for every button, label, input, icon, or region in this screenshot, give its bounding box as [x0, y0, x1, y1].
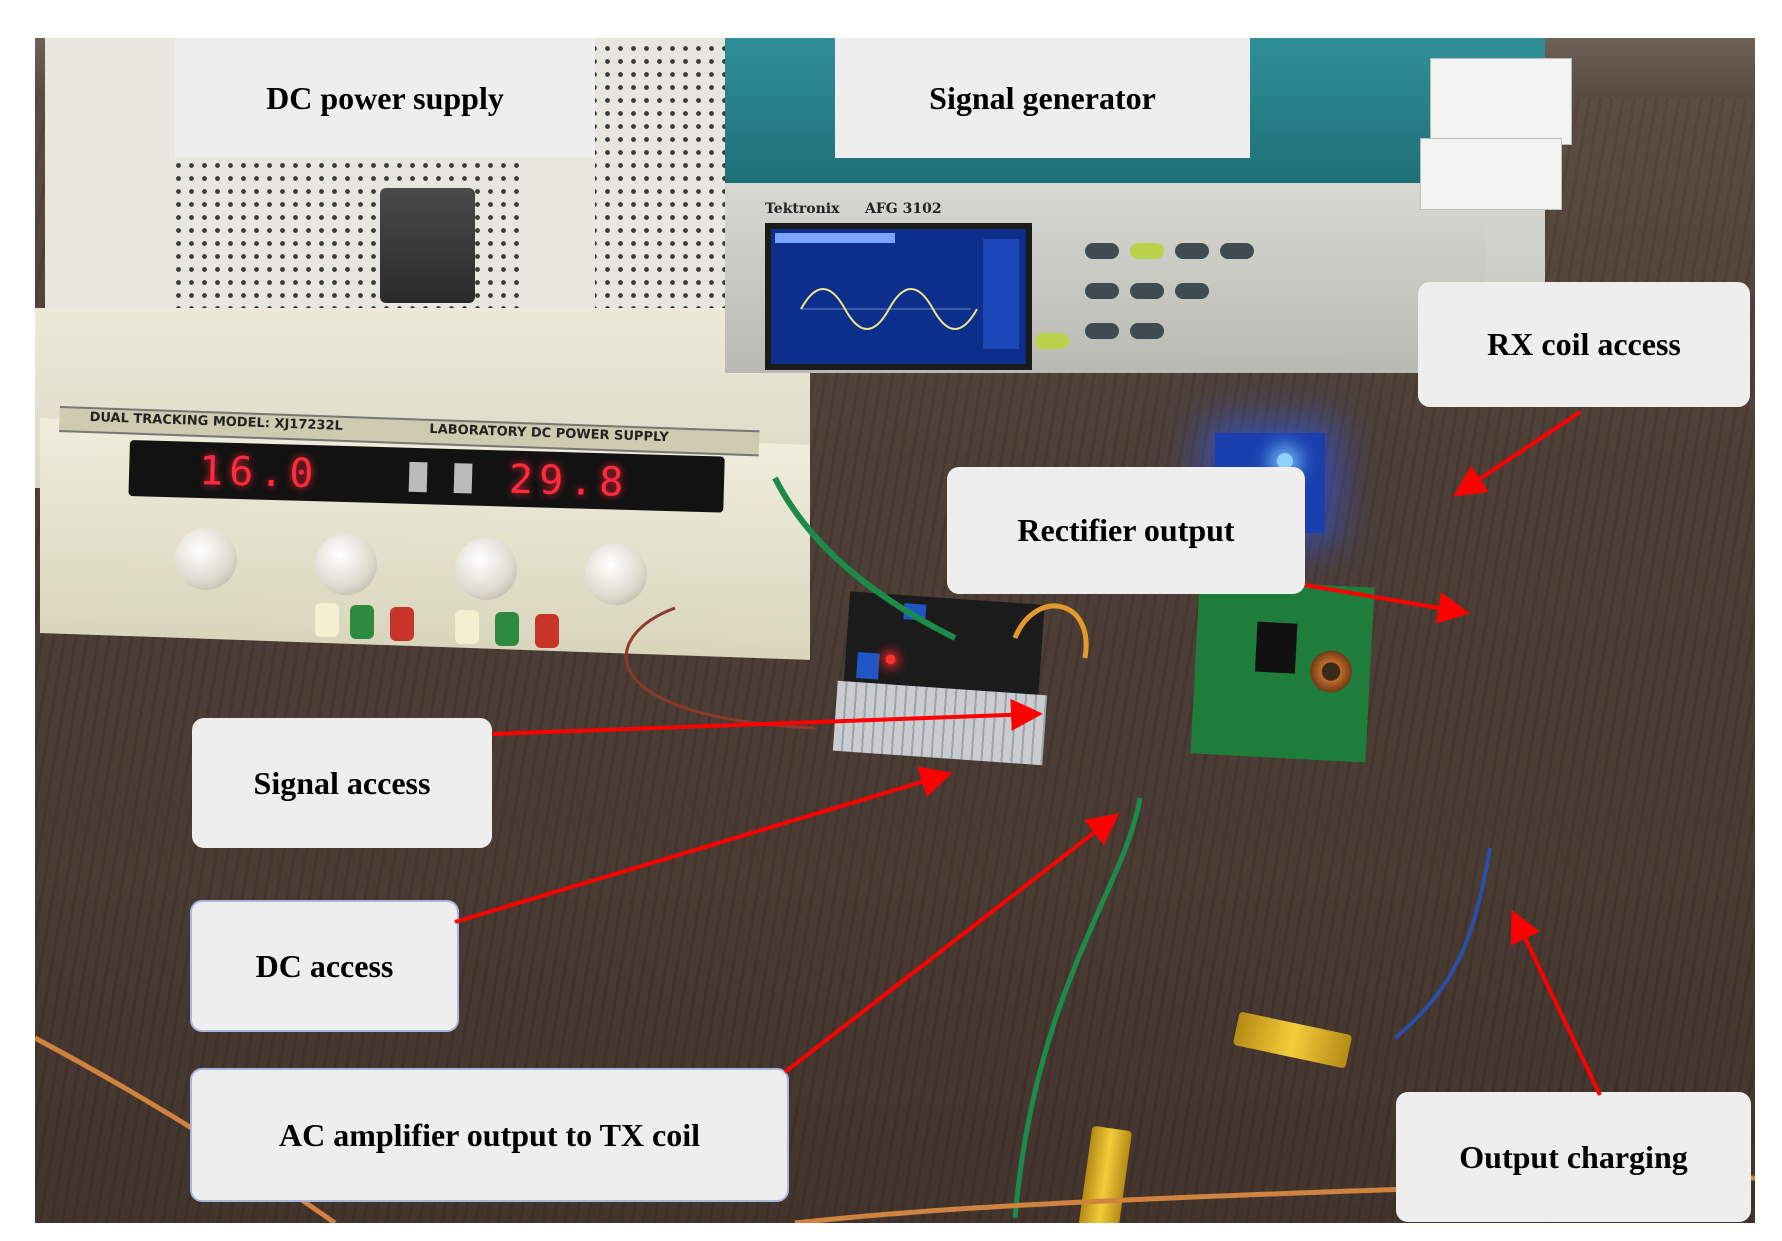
sg-button — [1175, 243, 1209, 259]
sine-wave-display — [775, 233, 1019, 349]
label-ac-amplifier-output: AC amplifier output to TX coil — [190, 1068, 789, 1202]
label-signal-access: Signal access — [192, 718, 492, 848]
psu-jack — [495, 612, 519, 646]
sg-button — [1130, 283, 1164, 299]
arrow-rx-coil — [1453, 410, 1582, 497]
signal-generator-model: AFG 3102 — [865, 201, 942, 217]
psu-knob — [455, 538, 517, 600]
label-output-charging: Output charging — [1396, 1092, 1751, 1222]
sg-button — [1035, 333, 1069, 349]
psu-jack — [350, 605, 374, 639]
green-wire — [1012, 797, 1143, 1219]
sg-button — [1130, 323, 1164, 339]
label-signal-generator: Signal generator — [835, 38, 1250, 158]
label-rectifier-output: Rectifier output — [947, 467, 1305, 594]
signal-generator-brand: Tektronix — [765, 201, 840, 217]
arrow-rectifier-output — [1304, 583, 1470, 624]
psu-jack — [535, 614, 559, 648]
arrow-signal-access — [491, 698, 1043, 736]
label-dc-power-supply: DC power supply — [175, 38, 595, 158]
green-wire — [772, 476, 957, 641]
psu-knob — [175, 528, 237, 590]
sg-button — [1085, 323, 1119, 339]
photo: DUAL TRACKING MODEL: XJ17232L LABORATORY… — [35, 38, 1755, 1223]
orange-wire — [1012, 603, 1089, 659]
sine-wave — [800, 288, 978, 330]
sg-button — [1085, 243, 1119, 259]
sg-button — [1220, 243, 1254, 259]
sg-button — [1130, 243, 1164, 259]
blue-wire — [1393, 847, 1492, 1040]
psu-jack — [315, 603, 339, 637]
asset-tag-sticker — [1430, 58, 1572, 145]
screen-header-bar — [775, 233, 895, 243]
asset-tag-sticker — [1420, 138, 1562, 210]
psu-knob — [315, 533, 377, 595]
screen-side-menu — [983, 239, 1019, 349]
sg-button — [1175, 283, 1209, 299]
psu-jack — [390, 607, 414, 641]
arrow-ac-amplifier-output — [783, 813, 1120, 1074]
signal-generator-screen — [765, 223, 1032, 370]
psu-handle — [380, 188, 475, 303]
label-rx-coil-access: RX coil access — [1418, 282, 1750, 407]
psu-top-panel — [45, 38, 175, 308]
blue-led — [1277, 453, 1293, 469]
red-wire — [624, 606, 816, 730]
arrow-dc-access — [454, 766, 953, 924]
psu-jack — [455, 610, 479, 644]
arrow-output-charging — [1510, 909, 1602, 1096]
psu-knob — [585, 543, 647, 605]
label-dc-access: DC access — [190, 900, 459, 1032]
sg-button — [1085, 283, 1119, 299]
